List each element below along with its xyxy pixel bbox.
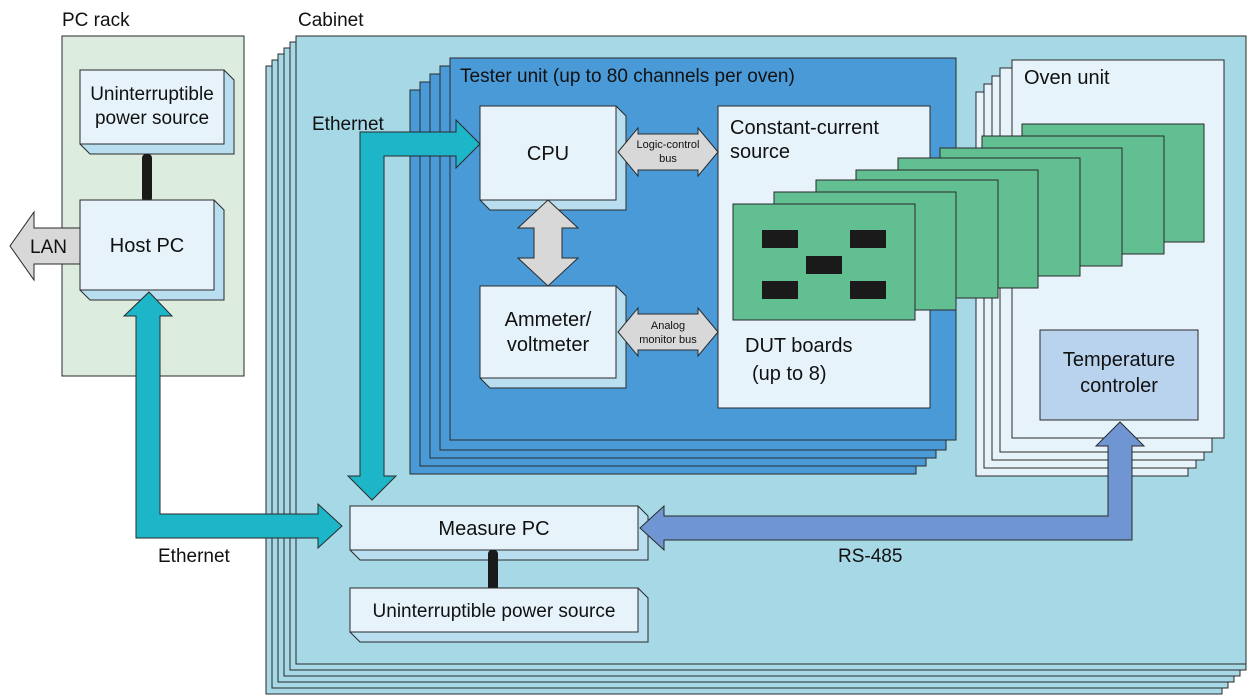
tester-unit-label: Tester unit (up to 80 channels per oven) <box>460 66 795 87</box>
host-pc-label: Host PC <box>110 235 184 257</box>
analog-bus-label-line1: Analog <box>651 320 685 332</box>
ccs-label-line2: source <box>730 141 790 163</box>
oven-unit-label: Oven unit <box>1024 67 1110 89</box>
ethernet-label-upper: Ethernet <box>312 114 385 135</box>
cpu-label: CPU <box>527 143 569 165</box>
ammeter-label-line1: Ammeter/ <box>505 309 592 331</box>
ammeter-label-line2: voltmeter <box>507 334 590 356</box>
dut-board-stack <box>732 123 1205 321</box>
ethernet-arrow-measure-cpu <box>346 118 481 501</box>
analog-monitor-bus-arrow: Analog monitor bus <box>617 306 719 358</box>
ups-top-box: Uninterruptible power source <box>79 69 235 155</box>
ups-bottom-label: Uninterruptible power source <box>373 601 616 622</box>
temperature-label-line1: Temperature <box>1063 349 1175 371</box>
ethernet-label-lower: Ethernet <box>158 546 231 567</box>
host-pc-box: Host PC <box>79 199 225 301</box>
cpu-box: CPU <box>479 105 627 211</box>
logic-bus-label-line2: bus <box>659 153 677 165</box>
dut-chip <box>850 230 886 248</box>
measure-pc-box: Measure PC <box>349 505 649 561</box>
ups-host-connector <box>142 154 152 202</box>
cabinet-label: Cabinet <box>298 10 364 31</box>
ups-top-label-line2: power source <box>95 108 209 129</box>
measure-ups-connector <box>488 550 498 592</box>
dut-chip <box>762 281 798 299</box>
rs485-arrow <box>639 421 1146 552</box>
rs485-label: RS-485 <box>838 546 902 567</box>
ethernet-arrow-host-measure <box>122 291 343 550</box>
pc-rack-label: PC rack <box>62 10 130 31</box>
lan-arrow: LAN <box>9 210 81 282</box>
ups-bottom-box: Uninterruptible power source <box>349 587 649 643</box>
temperature-controller-box <box>1039 329 1199 421</box>
ammeter-voltmeter-box: Ammeter/ voltmeter <box>479 285 627 389</box>
logic-bus-label-line1: Logic-control <box>637 139 700 151</box>
temperature-label-line2: controler <box>1080 375 1158 397</box>
lan-label: LAN <box>30 237 67 258</box>
cpu-ammeter-bus-arrow <box>516 199 580 287</box>
ups-top-label-line1: Uninterruptible <box>90 84 214 105</box>
dut-boards-label-line2: (up to 8) <box>752 363 826 385</box>
dut-chip <box>762 230 798 248</box>
dut-boards-label-line1: DUT boards <box>745 335 852 357</box>
dut-chip <box>806 256 842 274</box>
analog-bus-label-line2: monitor bus <box>639 334 697 346</box>
measure-pc-label: Measure PC <box>438 518 549 540</box>
logic-control-bus-arrow: Logic-control bus <box>617 126 719 178</box>
ccs-label-line1: Constant-current <box>730 117 879 139</box>
dut-chip <box>850 281 886 299</box>
